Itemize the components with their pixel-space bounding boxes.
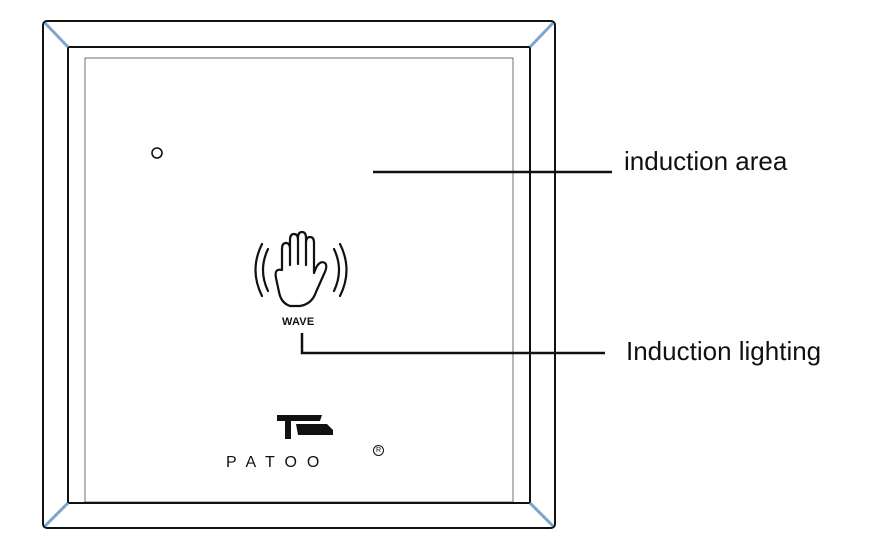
- brand-name: PATOO: [226, 454, 330, 471]
- corner-bevel-bottom-right: [528, 501, 555, 528]
- induction-area-label: induction area: [624, 146, 788, 176]
- corner-bevel-bottom-left: [43, 501, 70, 528]
- hand-wave-icon: [254, 230, 348, 308]
- inner-bevel-line: [84, 57, 514, 503]
- patoo-logo-icon: [277, 415, 333, 439]
- induction-lighting-label: Induction lighting: [626, 336, 822, 366]
- outer-frame: [42, 20, 556, 529]
- indicator-dot-icon: [151, 147, 163, 159]
- wave-label: WAVE: [282, 316, 315, 328]
- induction-lighting-leader: [300, 333, 605, 355]
- registered-mark: R: [373, 445, 384, 456]
- corner-bevel-top-left: [43, 21, 70, 49]
- inner-frame: [67, 46, 531, 504]
- corner-bevel-top-right: [528, 21, 555, 49]
